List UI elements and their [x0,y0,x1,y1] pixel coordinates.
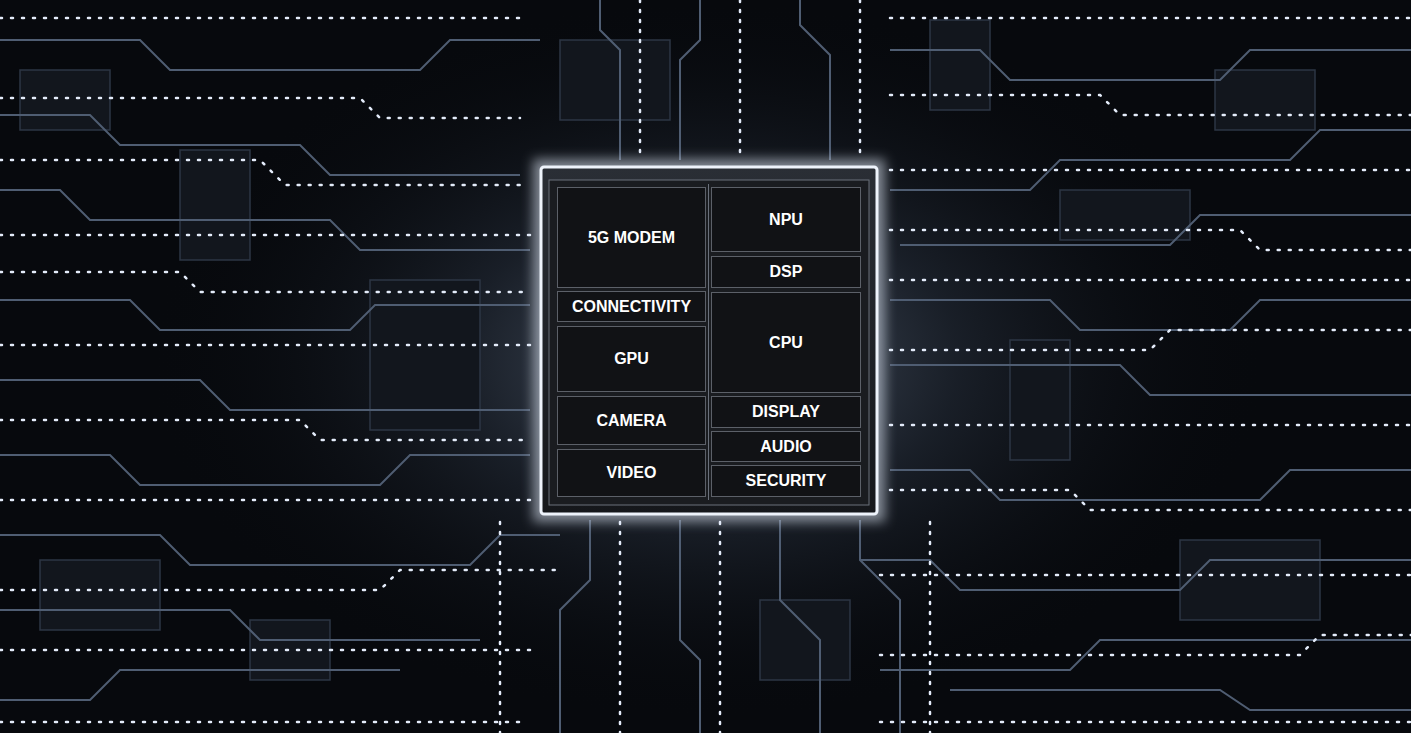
light-traces-vertical [500,0,930,733]
chip-block: CPU [711,292,861,393]
chip-block: CAMERA [557,396,706,445]
block-label: DISPLAY [752,403,820,421]
block-label: SECURITY [746,472,827,490]
chip-package [541,167,877,514]
block-label: AUDIO [760,438,812,456]
chip-block: DSP [711,256,861,288]
block-label: VIDEO [607,464,657,482]
chip-glow [533,159,885,522]
board-glow [148,0,1268,720]
chip-block: GPU [557,326,706,392]
chip-block: DISPLAY [711,396,861,428]
chip-block: 5G MODEM [557,187,706,288]
chip-die [549,180,869,505]
block-label: NPU [769,211,803,229]
block-label: GPU [614,350,649,368]
chip-block: SECURITY [711,465,861,497]
block-label: CAMERA [596,412,666,430]
chip-block: AUDIO [711,431,861,462]
block-label: DSP [770,263,803,281]
light-traces [0,18,1411,722]
block-label: 5G MODEM [588,229,675,247]
block-label: CPU [769,334,803,352]
chip-block: VIDEO [557,449,706,497]
die-divider [708,184,709,500]
chip-block: NPU [711,187,861,252]
chip-block: CONNECTIVITY [557,291,706,322]
board-components [20,20,1320,680]
block-label: CONNECTIVITY [572,298,691,316]
